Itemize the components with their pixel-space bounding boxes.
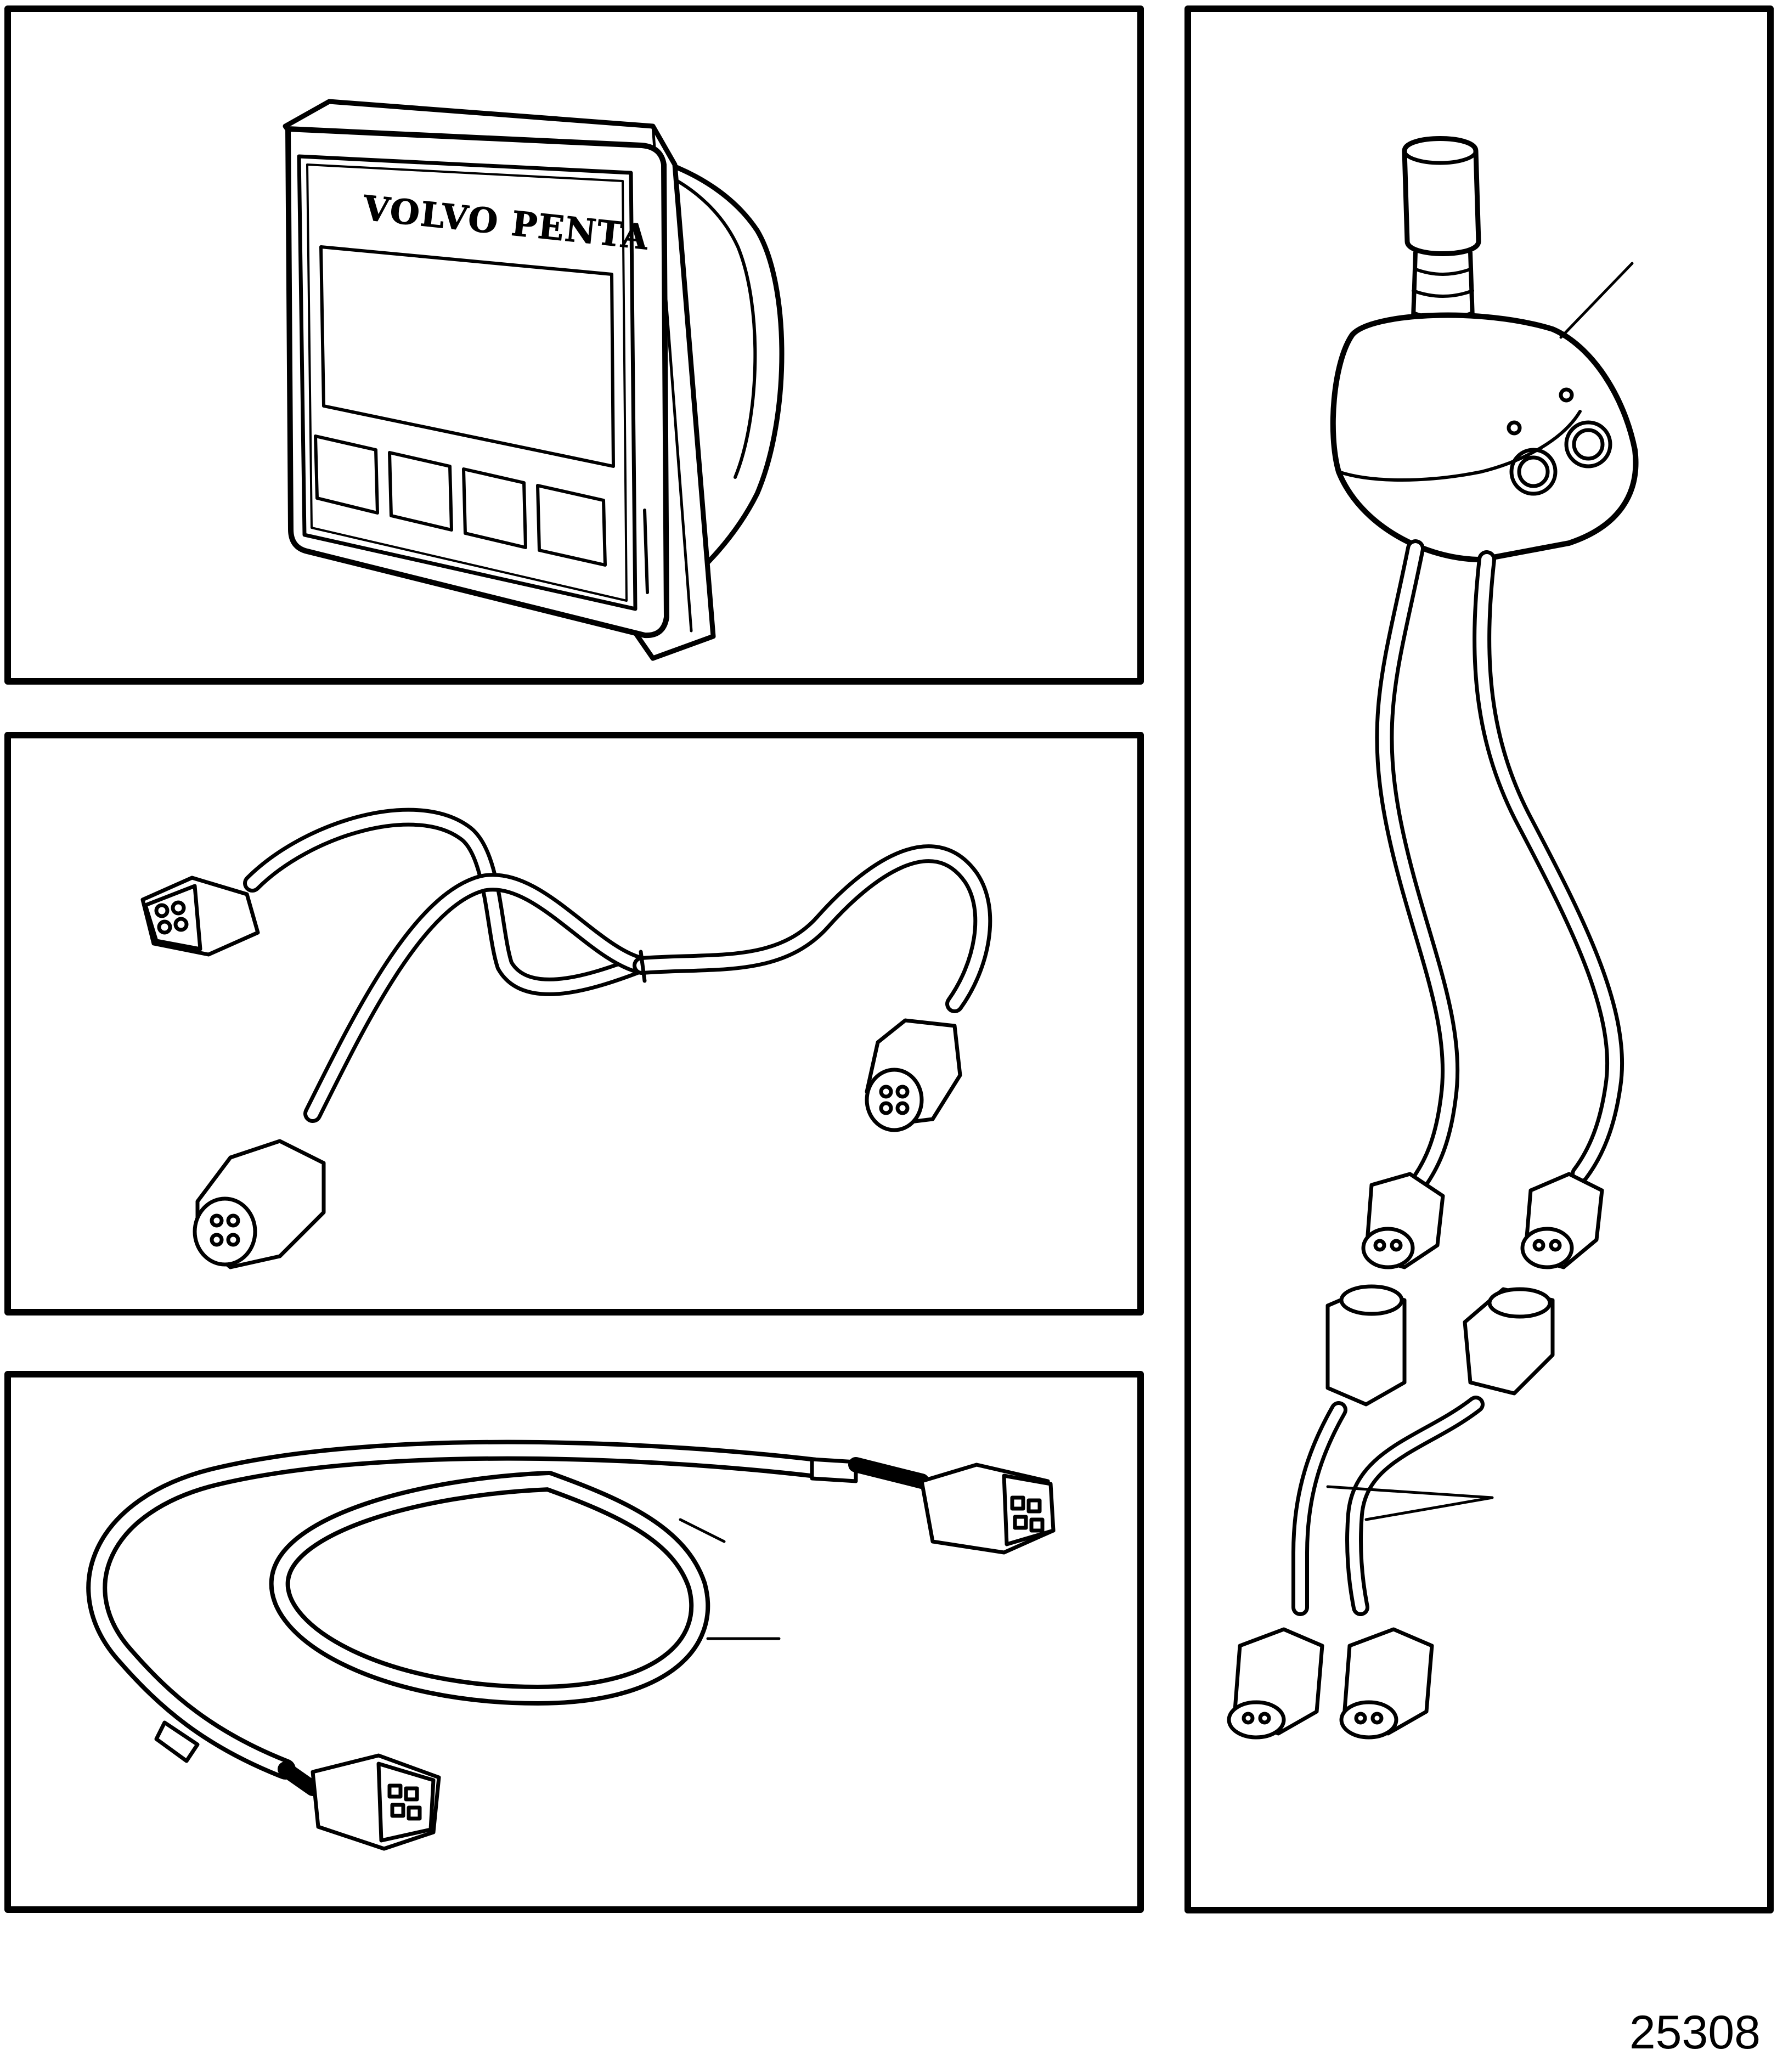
harness-connector-bottom-left <box>193 1139 326 1269</box>
joystick-buttons <box>1507 387 1612 496</box>
adapter-connector-upper-right <box>1463 1287 1555 1396</box>
adapter-connector-bottom-right <box>1339 1627 1434 1740</box>
joystick-connector-right <box>1520 1172 1604 1269</box>
y-harness-panel <box>4 732 1144 1316</box>
display-unit-buttons <box>314 434 607 567</box>
cable-connector-top-right <box>848 1457 1056 1555</box>
extension-cable <box>86 1439 1056 1851</box>
joystick-panel <box>1184 5 1774 1913</box>
figure-number: 25308 <box>1629 2006 1761 2059</box>
joystick <box>1227 136 1639 1740</box>
adapter-connector-bottom-left <box>1227 1627 1324 1740</box>
display-unit: VOLVO PENTA <box>283 99 785 661</box>
joystick-connector-left <box>1361 1172 1445 1269</box>
cable-connector-bottom <box>278 1753 441 1851</box>
adapter-connector-upper-left <box>1325 1284 1407 1407</box>
harness-connector-right <box>865 1018 962 1132</box>
harness-connector-top-left <box>140 876 260 957</box>
extension-cable-panel <box>4 1371 1144 1913</box>
y-harness <box>140 808 992 1269</box>
display-unit-panel: VOLVO PENTA <box>4 5 1144 685</box>
